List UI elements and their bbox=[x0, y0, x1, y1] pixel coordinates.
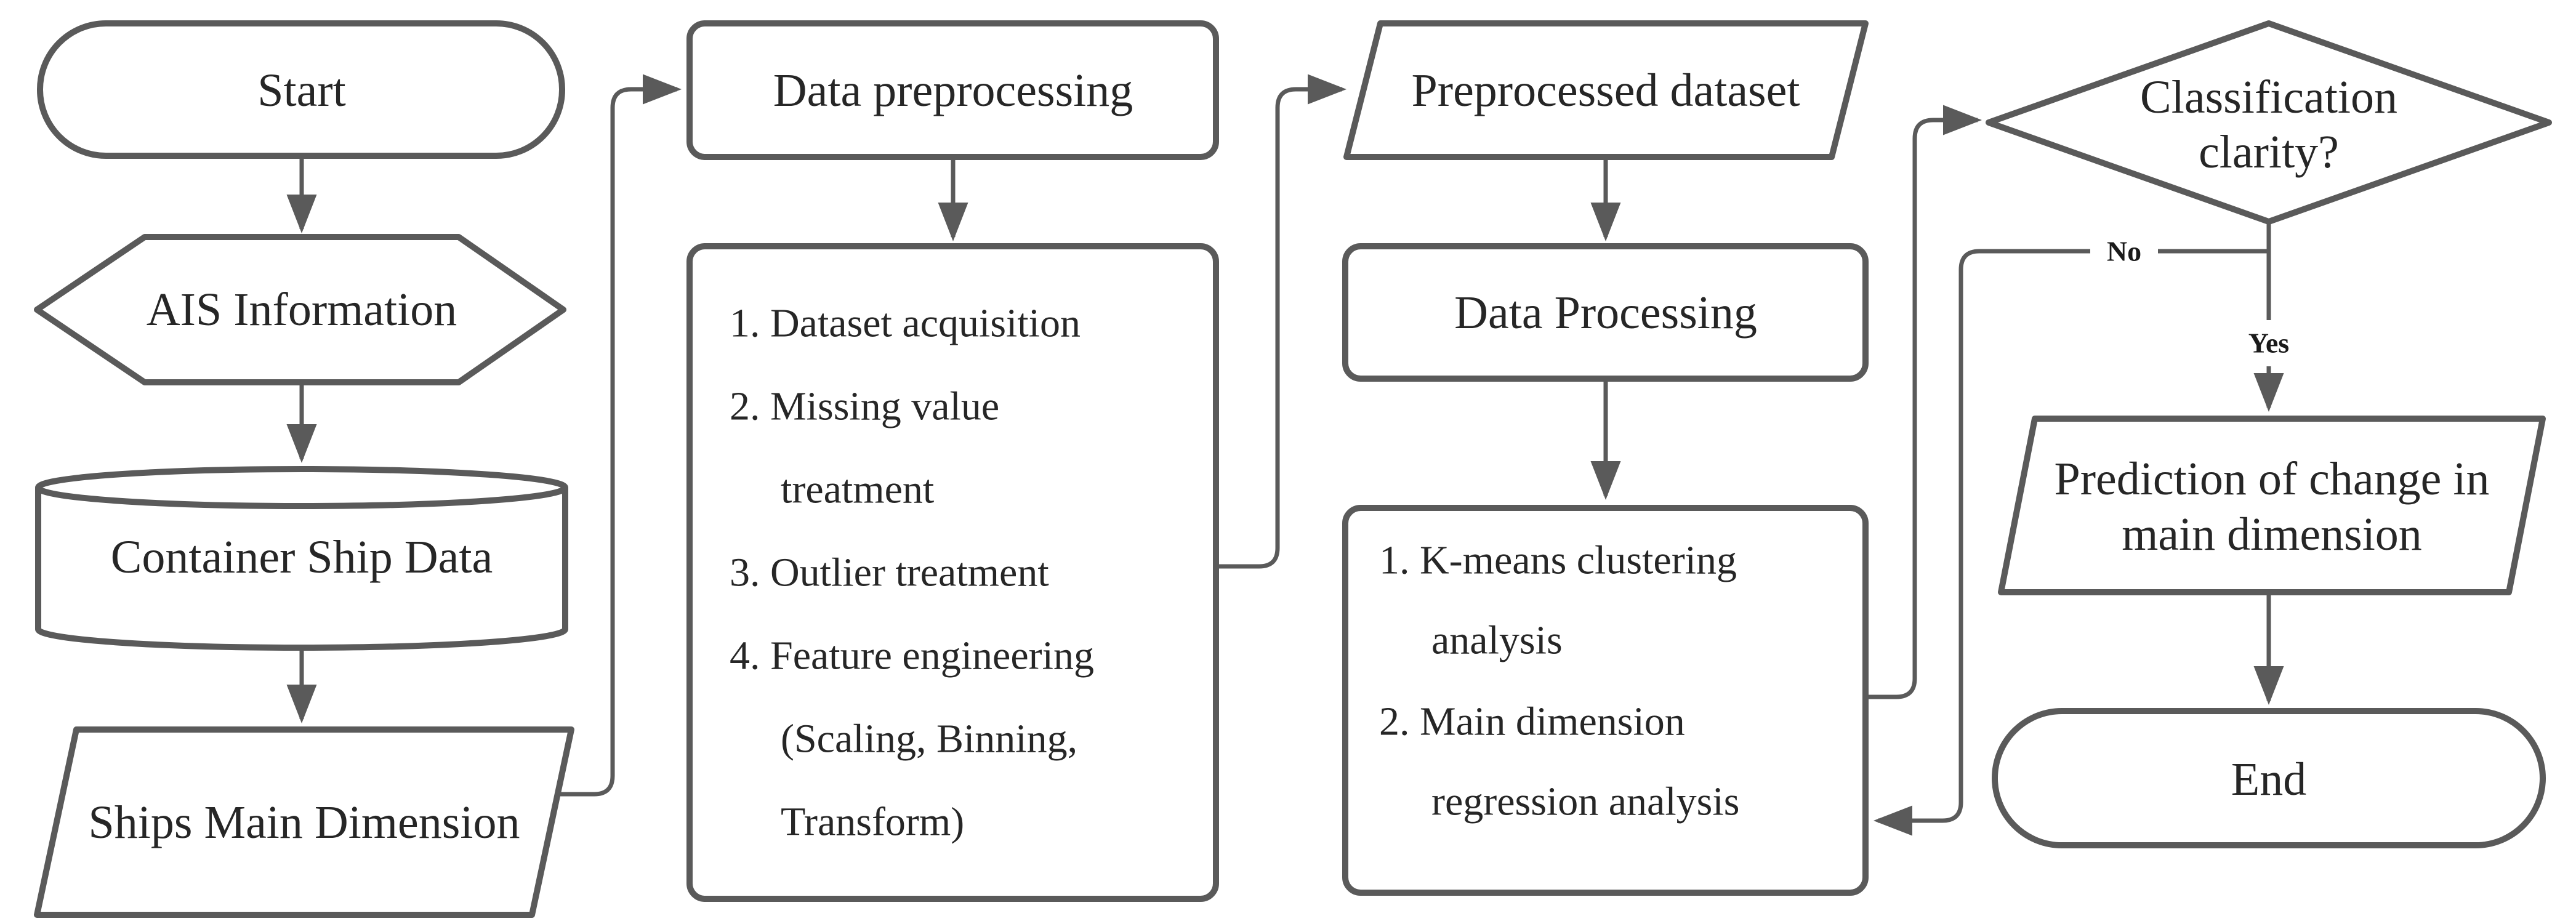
end-label: End bbox=[2231, 754, 2306, 805]
steps-box-shape bbox=[686, 243, 1219, 902]
node-prediction-of-change: Prediction of change in main dimension bbox=[1998, 416, 2546, 595]
processing-step-line: regression analysis bbox=[1431, 779, 1739, 824]
ais-information-label: AIS Information bbox=[147, 284, 457, 336]
terminator-shape bbox=[37, 20, 565, 159]
preprocessing-step-line: 4. Feature engineering bbox=[730, 633, 1094, 678]
cylinder-body bbox=[35, 488, 568, 651]
container-ship-data-label: Container Ship Data bbox=[111, 531, 493, 583]
cylinder-top bbox=[35, 466, 568, 509]
node-preprocessed-dataset: Preprocessed dataset bbox=[1343, 20, 1869, 160]
data-processing-label: Data Processing bbox=[1454, 287, 1757, 339]
parallelogram-shape bbox=[1998, 416, 2546, 595]
data-preprocessing-label: Data preprocessing bbox=[773, 65, 1133, 116]
preprocessing-step-line: Transform) bbox=[781, 800, 964, 845]
prediction-line1: Prediction of change in bbox=[2054, 453, 2489, 505]
parallelogram-shape bbox=[34, 726, 574, 918]
edge-no-return bbox=[1874, 249, 2090, 836]
parallelogram-shape bbox=[1343, 20, 1869, 160]
node-data-preprocessing: Data preprocessing bbox=[686, 20, 1219, 160]
node-processing-steps: 1. K-means clustering analysis 2. Main d… bbox=[1342, 505, 1869, 896]
node-container-ship-data: Container Ship Data bbox=[35, 466, 568, 651]
processing-step-line: analysis bbox=[1431, 618, 1563, 663]
preprocessed-dataset-label: Preprocessed dataset bbox=[1412, 65, 1800, 116]
process-shape bbox=[686, 20, 1219, 160]
prediction-line2: main dimension bbox=[2122, 509, 2422, 560]
terminator-shape bbox=[1992, 708, 2546, 848]
node-ships-main-dimension: Ships Main Dimension bbox=[34, 726, 574, 918]
classification-clarity-line2: clarity? bbox=[2199, 126, 2339, 178]
preprocessing-step-line: (Scaling, Binning, bbox=[781, 717, 1077, 762]
node-start: Start bbox=[37, 20, 565, 159]
node-data-processing: Data Processing bbox=[1342, 243, 1869, 382]
ships-main-dimension-label: Ships Main Dimension bbox=[89, 797, 520, 848]
edge-steps-to-decision bbox=[1866, 105, 1982, 699]
start-label: Start bbox=[257, 65, 346, 116]
edge-shipsdim-to-preprocessing bbox=[555, 74, 682, 797]
edges: No Yes bbox=[286, 74, 2289, 836]
classification-clarity-line1: Classification bbox=[2140, 71, 2397, 123]
node-end: End bbox=[1992, 708, 2546, 848]
steps-box-shape bbox=[1342, 505, 1869, 896]
node-preprocessing-steps: 1. Dataset acquisition 2. Missing value … bbox=[686, 243, 1219, 902]
edge-steps-to-dataset bbox=[1216, 74, 1346, 569]
process-shape bbox=[1342, 243, 1869, 382]
diamond-shape bbox=[1986, 20, 2552, 225]
preprocessing-step-line: 1. Dataset acquisition bbox=[730, 301, 1081, 346]
yes-branch-label: Yes bbox=[2248, 328, 2289, 359]
processing-step-line: 2. Main dimension bbox=[1379, 699, 1685, 744]
processing-step-line: 1. K-means clustering bbox=[1379, 538, 1737, 583]
preprocessing-step-line: 2. Missing value bbox=[730, 384, 999, 429]
node-ais-information: AIS Information bbox=[34, 234, 566, 385]
no-branch-label: No bbox=[2107, 236, 2141, 267]
hexagon-shape bbox=[34, 234, 566, 385]
preprocessing-step-line: 3. Outlier treatment bbox=[730, 550, 1049, 595]
node-classification-clarity: Classification clarity? bbox=[1986, 20, 2552, 225]
preprocessing-step-line: treatment bbox=[781, 467, 934, 512]
